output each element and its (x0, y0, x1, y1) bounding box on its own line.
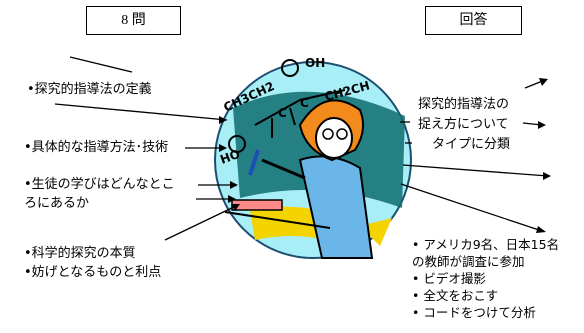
caption-line-2: 捉え方について (418, 117, 509, 132)
caption-line-1: 探究的指導法の (418, 97, 510, 112)
item-methods: •具体的な指導方法･技術 (24, 140, 169, 155)
answer-item: • ビデオ撮影 (412, 271, 486, 286)
item-obstacles: •妨げとなるものと利点 (24, 265, 162, 280)
answer-item: • 全文をおこす (412, 288, 499, 303)
chem-label-carbon-2: C (300, 96, 309, 110)
item-definition: •探究的指導法の定義 (27, 82, 152, 97)
answers-box: 回答 (425, 6, 522, 35)
caption-line-3: タイプに分類 (432, 137, 511, 152)
questions-box: 8 問 (86, 6, 181, 35)
answer-list: • アメリカ9名、日本15名 の教師が調査に参加 • ビデオ撮影 • 全文をおこ… (412, 236, 559, 321)
answer-item: の教師が調査に参加 (412, 254, 525, 269)
item-nature: •科学的探究の本質 (24, 246, 136, 261)
arrows (54, 56, 551, 241)
answer-item: • アメリカ9名、日本15名 (412, 237, 560, 252)
item-learning-2: ろにあるか (24, 196, 90, 211)
chem-label-carbon-1: C (278, 106, 287, 120)
item-learning-1: •生徒の学びはどんなとこ (24, 177, 175, 192)
answer-item: • コードをつけて分析 (412, 305, 536, 320)
chem-label-oh: OH (305, 56, 325, 70)
teacher-illustration (214, 59, 412, 259)
chem-label-ho: HO (218, 147, 242, 167)
